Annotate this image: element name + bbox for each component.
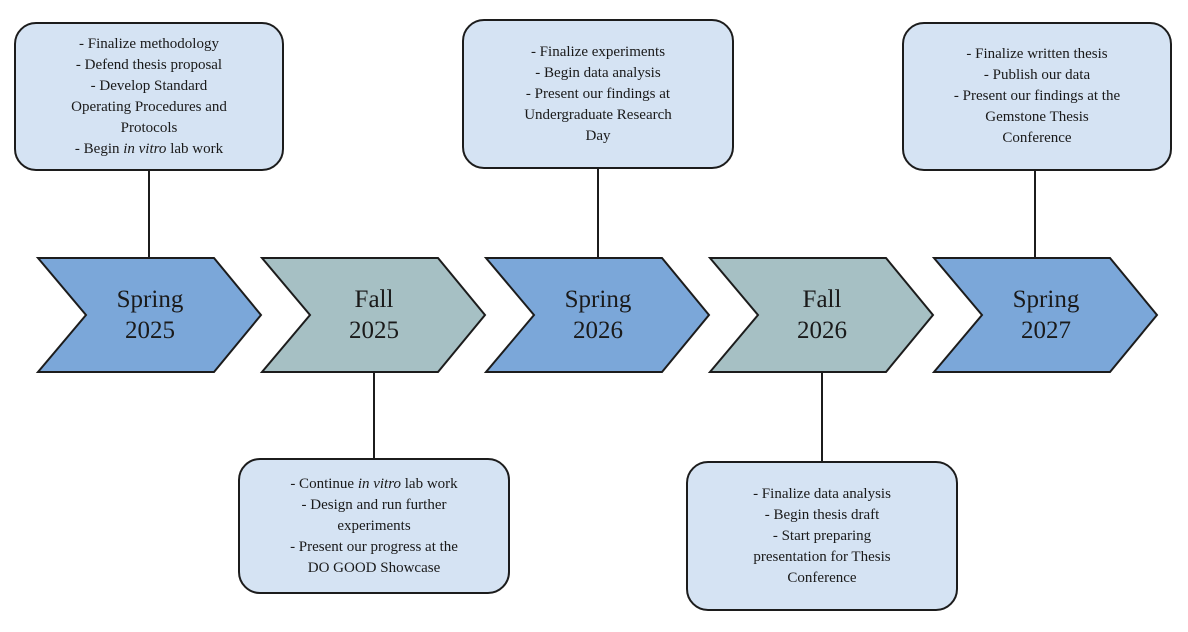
milestone-text-italic: in vitro bbox=[123, 140, 167, 157]
milestone-text: Protocols bbox=[120, 119, 178, 136]
connector-fall-2025 bbox=[373, 372, 375, 460]
milestone-line: - Finalize data analysis bbox=[753, 484, 891, 505]
milestone-line: presentation for Thesis bbox=[753, 547, 890, 568]
chevron-season: Fall bbox=[354, 286, 394, 313]
chevron-label-spring-2027: Spring 2027 bbox=[984, 284, 1108, 346]
milestone-text: - Begin thesis draft bbox=[764, 506, 880, 523]
milestone-line: - Begin thesis draft bbox=[765, 505, 880, 526]
milestone-line: - Publish our data bbox=[984, 65, 1090, 86]
milestone-text: - Begin data analysis bbox=[535, 64, 661, 81]
milestone-line: Protocols bbox=[121, 118, 178, 139]
chevron-year: 2027 bbox=[1021, 317, 1071, 344]
milestone-line: - Continue in vitro lab work bbox=[290, 474, 457, 495]
milestone-text: - Start preparing bbox=[772, 527, 872, 544]
milestone-text: DO GOOD Showcase bbox=[307, 559, 441, 576]
milestone-text: Undergraduate Research bbox=[524, 106, 672, 123]
milestone-text: experiments bbox=[337, 517, 411, 534]
chevron-season: Spring bbox=[564, 286, 632, 313]
milestone-line: - Present our findings at the bbox=[954, 86, 1120, 107]
chevron-spring-2026 bbox=[483, 257, 711, 373]
milestone-line: - Begin in vitro lab work bbox=[75, 139, 223, 160]
milestone-text: Conference bbox=[787, 569, 857, 586]
milestone-box-fall-2026: - Finalize data analysis - Begin thesis d… bbox=[686, 461, 958, 611]
chevron-fall-2025 bbox=[259, 257, 487, 373]
milestone-text: - Defend thesis proposal bbox=[75, 56, 223, 73]
connector-spring-2026 bbox=[597, 168, 599, 259]
milestone-line: - Design and run further bbox=[302, 495, 447, 516]
milestone-line: - Finalize experiments bbox=[531, 42, 665, 63]
milestone-text: - Present our findings at the bbox=[953, 88, 1121, 104]
milestone-text: - Finalize data analysis bbox=[753, 485, 891, 502]
milestone-text: Operating Procedures and bbox=[71, 98, 227, 115]
milestone-text: presentation for Thesis bbox=[753, 548, 891, 565]
chevron-year: 2026 bbox=[573, 317, 623, 344]
milestone-text: - Design and run further bbox=[301, 496, 447, 513]
milestone-box-spring-2025: - Finalize methodology - Defend thesis pr… bbox=[14, 22, 284, 171]
chevron-year: 2025 bbox=[349, 317, 399, 344]
milestone-text: Conference bbox=[1002, 130, 1072, 146]
milestone-text: - Finalize experiments bbox=[530, 43, 666, 60]
milestone-text: - Develop Standard bbox=[90, 77, 208, 94]
milestone-line: - Develop Standard bbox=[91, 76, 208, 97]
milestone-text: - Present our progress at the bbox=[290, 538, 458, 555]
milestone-text: lab work bbox=[166, 140, 224, 157]
milestone-line: Undergraduate Research bbox=[524, 105, 672, 126]
milestone-line: Day bbox=[586, 126, 611, 147]
milestone-line: Conference bbox=[787, 568, 856, 589]
milestone-line: - Present our findings at bbox=[526, 84, 670, 105]
milestone-text-italic: in vitro bbox=[357, 475, 402, 492]
milestone-text: - Publish our data bbox=[983, 67, 1091, 83]
chevron-year: 2025 bbox=[125, 317, 175, 344]
connector-fall-2026 bbox=[821, 372, 823, 463]
chevron-season: Spring bbox=[1012, 286, 1080, 313]
milestone-line: - Finalize written thesis bbox=[966, 44, 1107, 65]
connector-spring-2025 bbox=[148, 170, 150, 259]
milestone-line: - Begin data analysis bbox=[535, 63, 660, 84]
chevron-spring-2025 bbox=[35, 257, 263, 373]
chevron-label-spring-2026: Spring 2026 bbox=[536, 284, 660, 346]
chevron-label-spring-2025: Spring 2025 bbox=[88, 284, 212, 346]
milestone-box-fall-2025: - Continue in vitro lab work- Design and… bbox=[238, 458, 510, 594]
chevron-fall-2026 bbox=[707, 257, 935, 373]
milestone-line: - Start preparing bbox=[773, 526, 871, 547]
milestone-text: Gemstone Thesis bbox=[985, 109, 1089, 125]
milestone-line: Gemstone Thesis bbox=[985, 107, 1088, 128]
milestone-line: experiments bbox=[337, 516, 410, 537]
milestone-box-spring-2027: - Finalize written thesis - Publish our d… bbox=[902, 22, 1172, 171]
milestone-line: - Defend thesis proposal bbox=[76, 55, 222, 76]
milestone-line: DO GOOD Showcase bbox=[308, 558, 440, 579]
milestone-text: - Present our findings at bbox=[525, 85, 671, 102]
chevron-season: Spring bbox=[116, 286, 184, 313]
milestone-text: Day bbox=[585, 127, 611, 144]
milestone-line: Operating Procedures and bbox=[71, 97, 227, 118]
chevron-label-fall-2025: Fall 2025 bbox=[312, 284, 436, 346]
chevron-label-fall-2026: Fall 2026 bbox=[760, 284, 884, 346]
chevron-year: 2026 bbox=[797, 317, 847, 344]
milestone-line: Conference bbox=[1002, 128, 1071, 149]
milestone-text: - Finalize written thesis bbox=[966, 46, 1108, 62]
milestone-box-spring-2026: - Finalize experiments - Begin data analy… bbox=[462, 19, 734, 169]
connector-spring-2027 bbox=[1034, 170, 1036, 259]
milestone-text: - Continue bbox=[290, 475, 358, 492]
milestone-text: - Begin bbox=[74, 140, 124, 157]
milestone-line: - Present our progress at the bbox=[290, 537, 458, 558]
milestone-line: - Finalize methodology bbox=[79, 34, 219, 55]
milestone-text: - Finalize methodology bbox=[79, 35, 219, 52]
chevron-season: Fall bbox=[802, 286, 842, 313]
milestone-text: lab work bbox=[401, 475, 458, 492]
chevron-spring-2027 bbox=[931, 257, 1159, 373]
